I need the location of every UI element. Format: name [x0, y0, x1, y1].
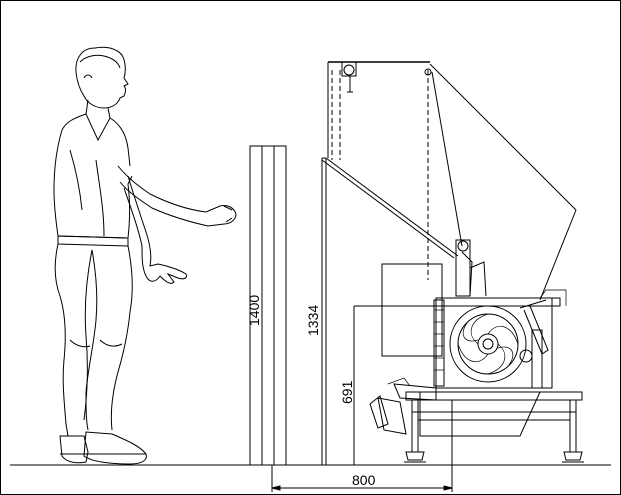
dim-label-1400: 1400 — [246, 295, 262, 326]
infeed-box — [353, 263, 443, 465]
dim-label-800: 800 — [352, 472, 376, 488]
cutter-machine — [369, 239, 584, 463]
reference-post — [249, 145, 287, 466]
hopper-frame — [321, 61, 577, 465]
depth-dimension — [271, 400, 453, 492]
human-figure — [53, 46, 237, 465]
dim-label-691: 691 — [339, 380, 355, 404]
dim-label-1334: 1334 — [305, 305, 321, 336]
